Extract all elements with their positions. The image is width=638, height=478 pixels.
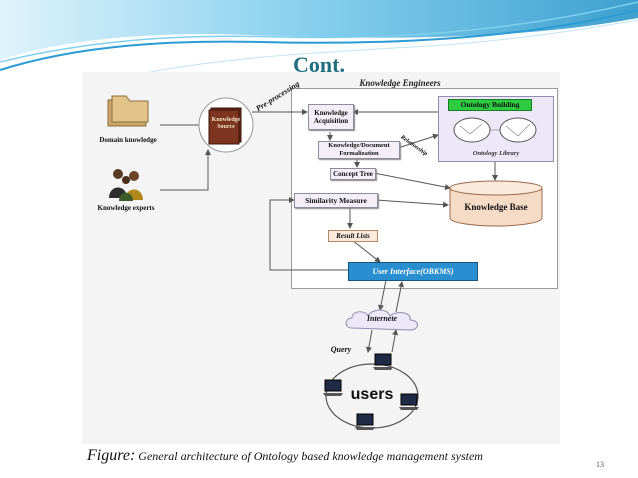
- similarity-measure-label: Similarity Measure: [305, 195, 367, 205]
- document-formalization-label: Knowledge/Document Formalization: [328, 142, 390, 157]
- knowledge-engineers-label: Knowledge Engineers: [359, 78, 441, 88]
- document-formalization-node: Knowledge/Document Formalization: [318, 141, 400, 159]
- knowledge-base-node: [449, 180, 543, 227]
- header-swoosh: [0, 0, 638, 79]
- knowledge-experts-label: Knowledge experts: [97, 204, 155, 212]
- laptop-icon: [355, 413, 375, 430]
- result-lists-node: Result Lists: [328, 230, 378, 242]
- user-interface-node: User Interface(OBKMS): [348, 262, 478, 281]
- ontology-building-label: Ontology Building: [460, 100, 520, 109]
- result-lists-label: Result Lists: [336, 232, 370, 240]
- people-icon: [109, 169, 143, 201]
- knowledge-source-label: Knowledge Source: [211, 117, 241, 130]
- knowledge-base-label: Knowledge Base: [464, 202, 528, 212]
- concept-tree-label: Concept Tree: [333, 170, 373, 178]
- caption-prefix: Figure:: [87, 447, 136, 464]
- domain-knowledge-label: Domain knowledge: [99, 136, 157, 144]
- ontology-building-node: Ontology Building: [448, 99, 532, 111]
- knowledge-acquisition-node: Knowledge Acquisition: [308, 104, 354, 130]
- ontology-graph-icon: [453, 117, 537, 143]
- similarity-measure-node: Similarity Measure: [294, 193, 378, 208]
- caption-text: General architecture of Ontology based k…: [135, 449, 483, 463]
- laptop-icon: [373, 353, 393, 370]
- ontology-library-label: Ontology Library: [472, 150, 520, 157]
- laptop-icon: [399, 393, 419, 410]
- query-label: Query: [330, 345, 352, 354]
- cloud-icon: [345, 309, 418, 331]
- laptop-icon: [323, 379, 343, 396]
- figure-caption: Figure: General architecture of Ontology…: [87, 447, 483, 465]
- knowledge-source-node: [198, 97, 254, 153]
- internet-label: Internete: [366, 314, 398, 323]
- knowledge-acquisition-label: Knowledge Acquisition: [313, 109, 349, 125]
- users-label: users: [350, 386, 394, 403]
- concept-tree-node: Concept Tree: [330, 168, 376, 180]
- user-interface-label: User Interface(OBKMS): [372, 267, 454, 276]
- folder-icon: [107, 95, 149, 127]
- page-number: 13: [596, 460, 604, 469]
